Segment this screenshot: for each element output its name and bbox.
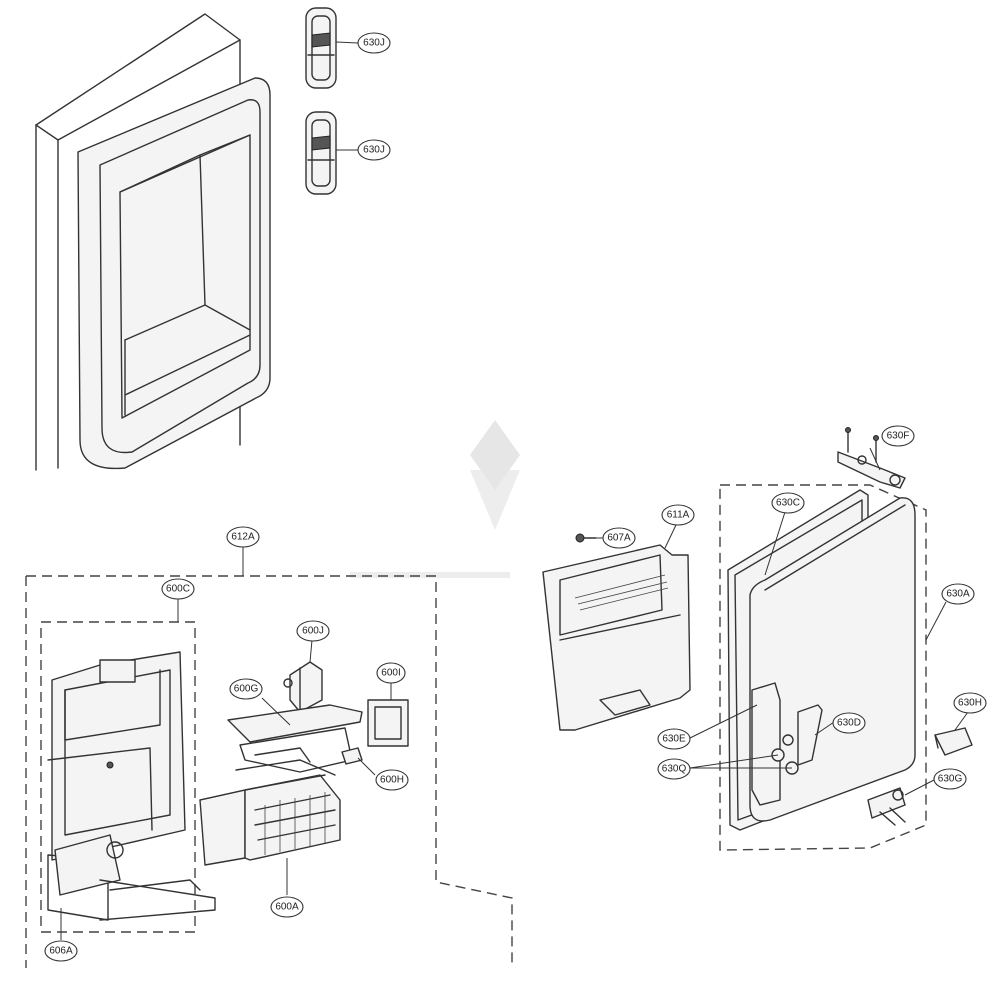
callout-label: 630D: [837, 718, 861, 729]
callout-label: 630G: [938, 774, 963, 785]
callout-label: 600I: [381, 668, 400, 679]
callout-600i: 600I: [376, 662, 406, 684]
callout-label: 630E: [662, 734, 686, 745]
callout-label: 600J: [302, 626, 324, 637]
door-bin-630j-lower: [305, 111, 337, 195]
callout-label: 630H: [958, 698, 982, 709]
callout-630a: 630A: [941, 583, 975, 605]
door-panel: [749, 497, 916, 822]
callout-label: 607A: [607, 533, 631, 544]
callout-label: 600C: [166, 584, 190, 595]
callout-label: 606A: [49, 946, 73, 957]
ice-maker-600a: [199, 774, 341, 866]
callout-630h: 630H: [953, 692, 987, 714]
door-liner: [35, 13, 271, 471]
bracket-600j: [283, 661, 323, 713]
callout-600a: 600A: [270, 896, 304, 918]
callout-label: 630Q: [662, 764, 687, 775]
callout-630q: 630Q: [657, 758, 691, 780]
callout-label: 630J: [363, 38, 385, 49]
screw-607a: [575, 533, 597, 543]
callout-label: 600A: [275, 902, 299, 913]
hinge-bracket-630e: [751, 682, 781, 806]
bracket-630g: [867, 787, 906, 826]
callout-630j-upper: 630J: [357, 32, 391, 54]
callout-606a: 606A: [44, 940, 78, 962]
callout-630e: 630E: [657, 728, 691, 750]
callout-611a: 611A: [661, 504, 695, 526]
callout-label: 630F: [887, 431, 910, 442]
callout-label: 630C: [776, 498, 800, 509]
callout-630c: 630C: [771, 492, 805, 514]
hinge-bracket-630d: [782, 704, 823, 766]
callout-630g: 630G: [933, 768, 967, 790]
callout-630d: 630D: [832, 712, 866, 734]
square-frame-600i: [367, 699, 409, 747]
ice-maker-assembly-outline: [25, 575, 513, 968]
callout-607a: 607A: [602, 527, 636, 549]
callout-label: 630J: [363, 145, 385, 156]
part-600h: [341, 747, 363, 765]
callout-label: 612A: [231, 532, 255, 543]
callout-600h: 600H: [375, 769, 409, 791]
ice-maker-housing: [47, 651, 216, 921]
callout-label: 630A: [946, 589, 970, 600]
callout-label: 600H: [380, 775, 404, 786]
callout-label: 600G: [234, 684, 259, 695]
cover-600g: [227, 704, 363, 776]
callout-600g: 600G: [229, 678, 263, 700]
callout-label: 611A: [667, 510, 690, 521]
freezer-door-630a: [719, 484, 927, 851]
leader-lines: [60, 41, 969, 940]
callout-600j: 600J: [296, 620, 330, 642]
callout-600c: 600C: [161, 578, 195, 600]
hinge-630f: [837, 427, 906, 489]
callout-612a: 612A: [226, 526, 260, 548]
cover-panel-611a: [542, 544, 691, 731]
door-bin-630j-upper: [305, 7, 337, 89]
callout-630j-lower: 630J: [357, 139, 391, 161]
watermark-logo: [350, 420, 520, 578]
part-630h: [934, 727, 973, 756]
callout-630f: 630F: [881, 425, 915, 447]
